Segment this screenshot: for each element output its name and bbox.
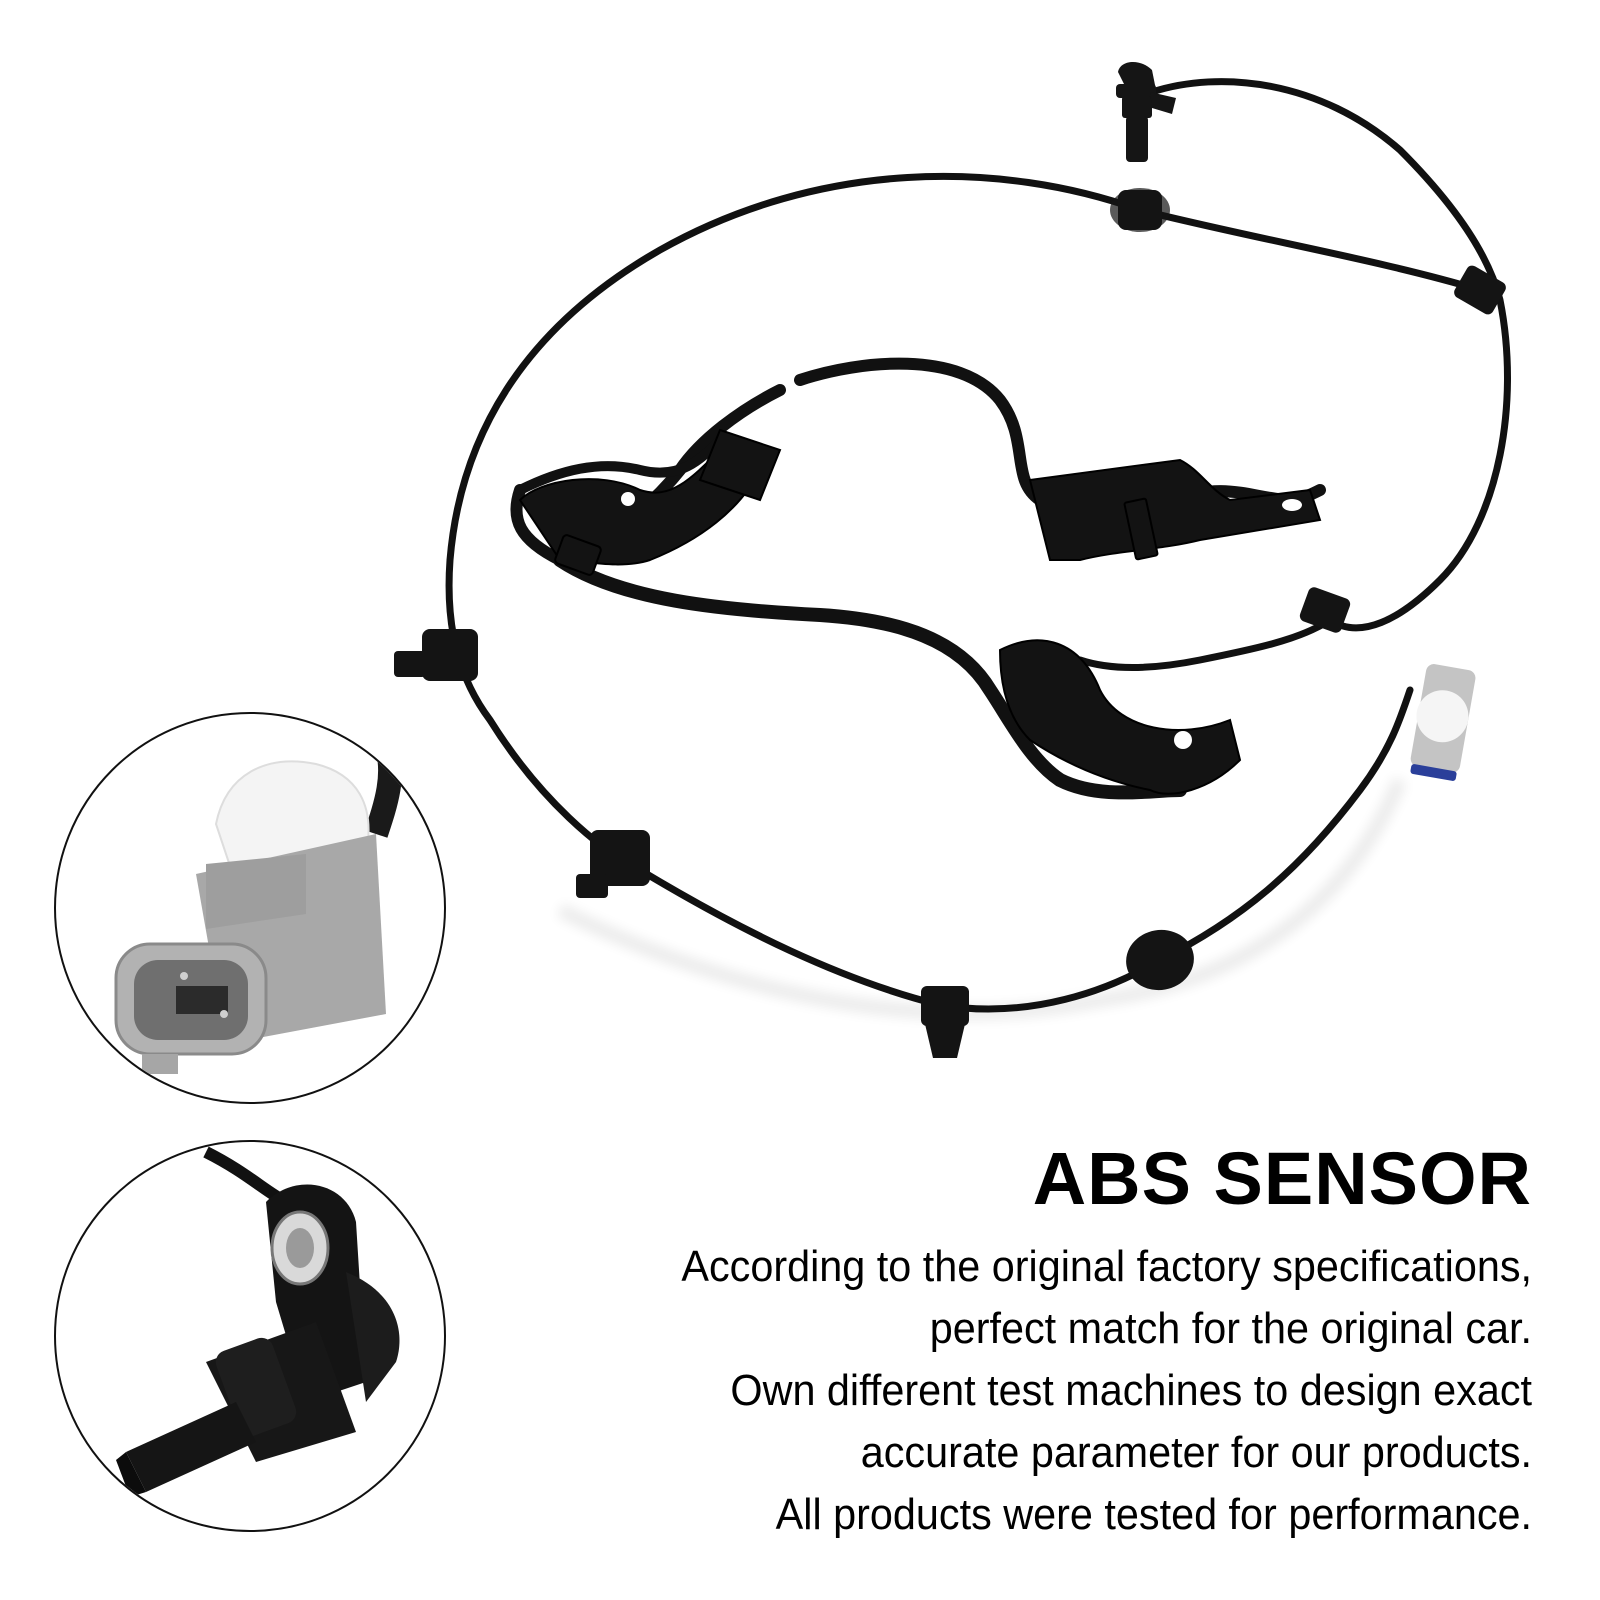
description-line: perfect match for the original car. — [929, 1304, 1532, 1353]
connector-closeup-image — [114, 740, 403, 1074]
description-line: All products were tested for performance… — [775, 1490, 1532, 1539]
product-title: ABS SENSOR — [1032, 1137, 1532, 1220]
harness-connector — [1410, 664, 1476, 781]
product-description: According to the original factory specif… — [498, 1236, 1532, 1546]
description-line: accurate parameter for our products. — [860, 1428, 1532, 1477]
connector-detail-circle — [54, 712, 446, 1104]
sensor-detail-circle — [54, 1140, 446, 1532]
cable-clips — [394, 188, 1506, 1058]
sensor-head-top — [1116, 61, 1176, 162]
description-line: According to the original factory specif… — [681, 1242, 1532, 1291]
description-line: Own different test machines to design ex… — [730, 1366, 1532, 1415]
sensor-closeup-image — [116, 1146, 400, 1497]
